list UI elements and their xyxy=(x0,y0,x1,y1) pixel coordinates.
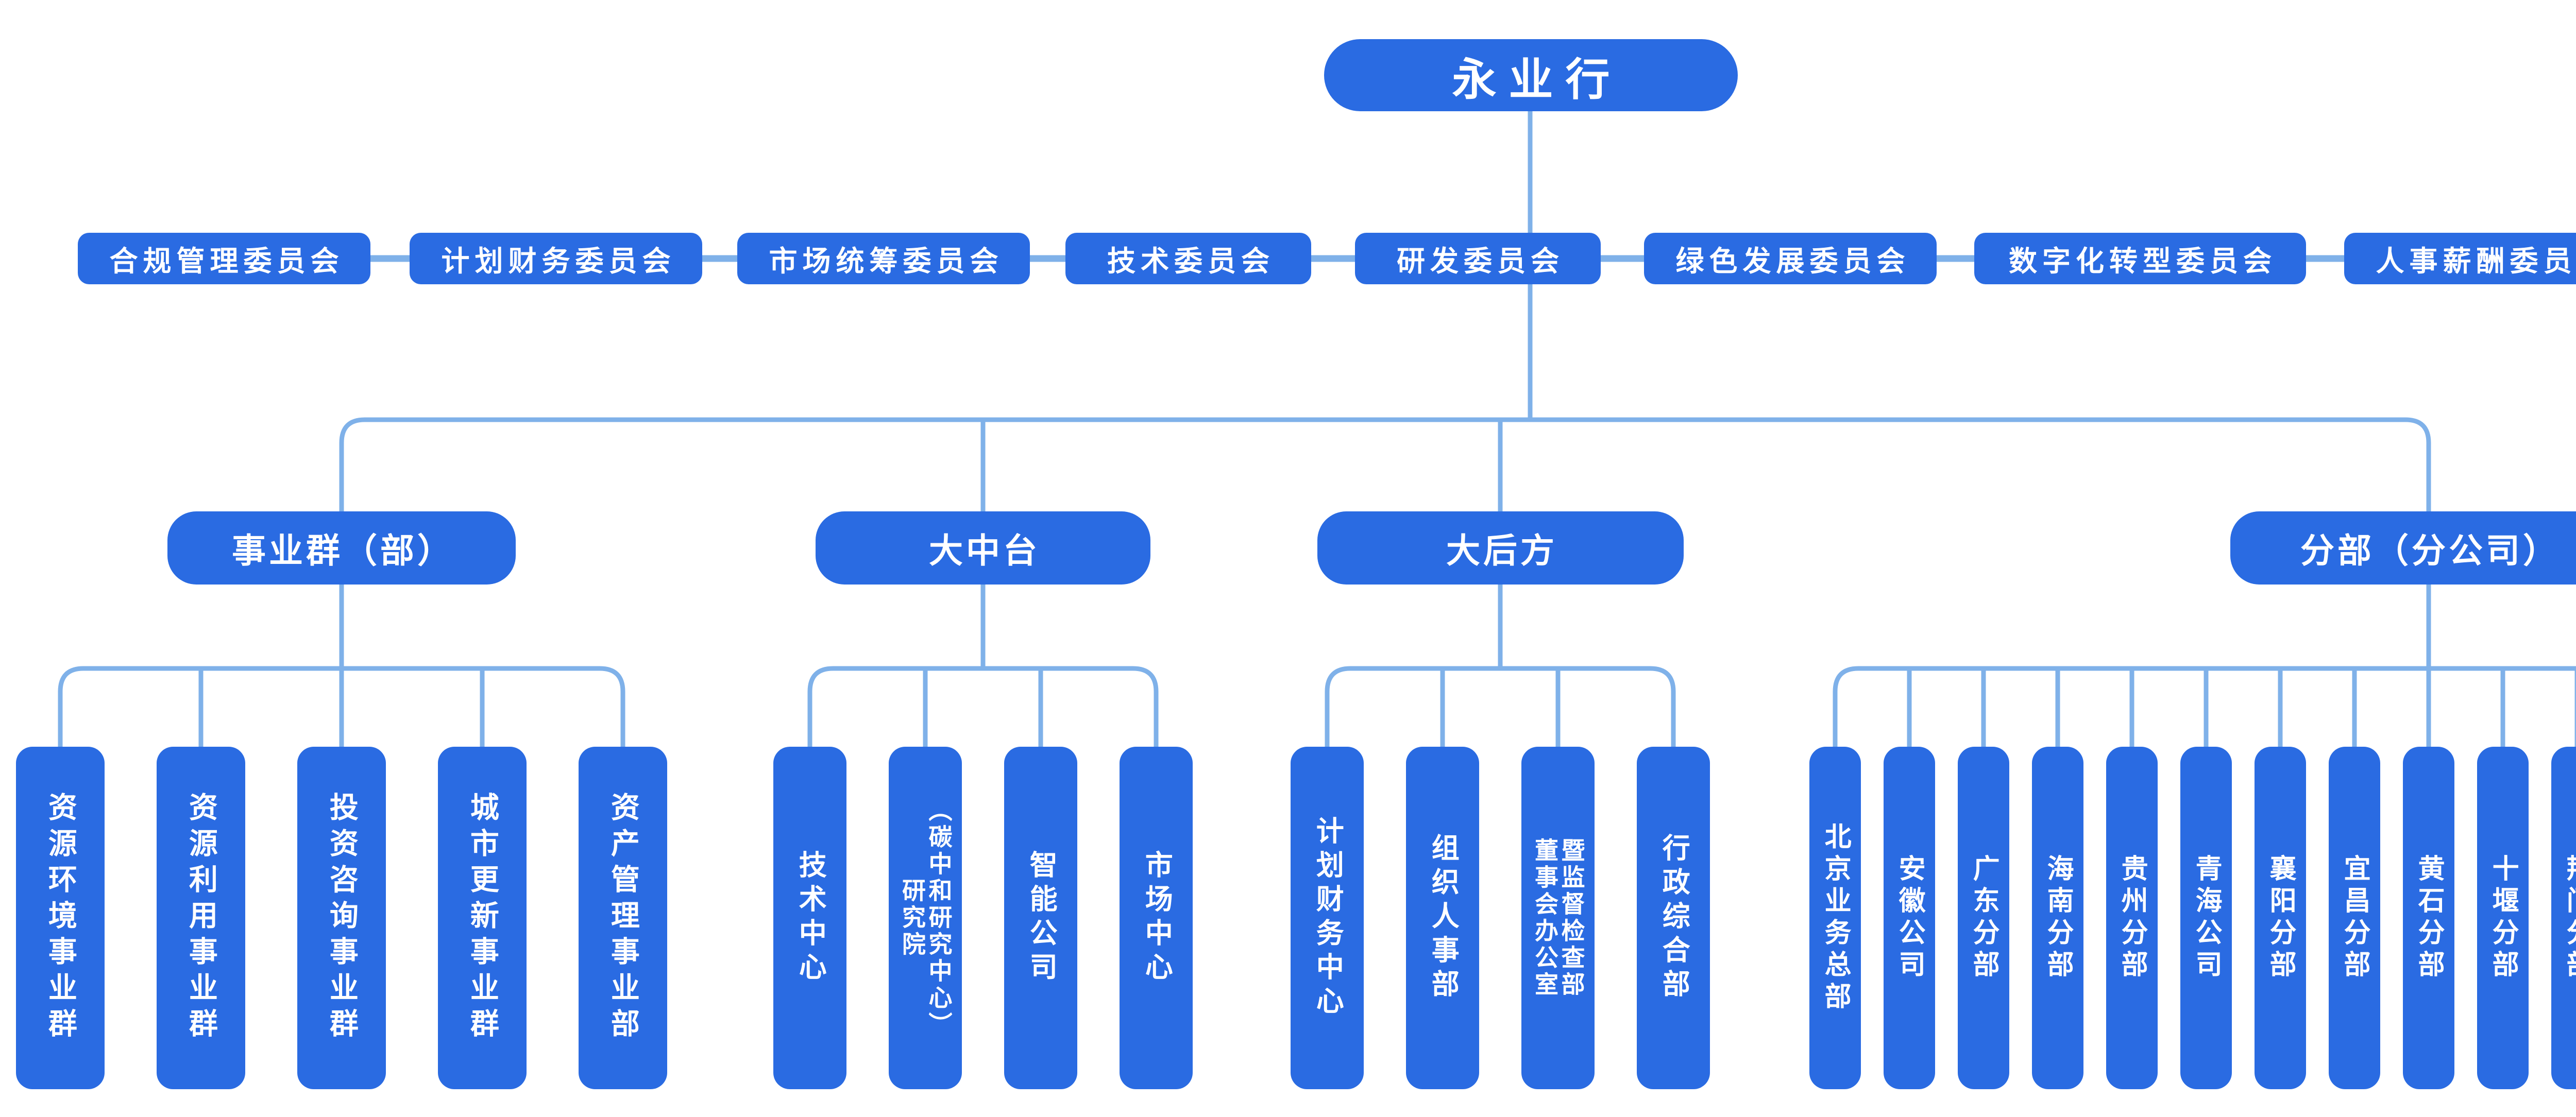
child-node: 十堰分部 xyxy=(2477,747,2529,1089)
child-node-label: 黄石分部 xyxy=(2414,854,2444,982)
child-node-label: 城市更新事业群 xyxy=(466,792,499,1044)
group-label-node: 事业群（部） xyxy=(167,511,516,585)
child-node-label: 贵州分部 xyxy=(2117,854,2147,982)
child-node: 青海公司 xyxy=(2180,747,2232,1089)
child-node-label: 行政综合部 xyxy=(1658,833,1689,1003)
committee-node: 市场统筹委员会 xyxy=(737,233,1030,284)
child-node: 荆门分部 xyxy=(2551,747,2576,1089)
connector-line xyxy=(339,417,2431,514)
child-node-label: 研究院 （碳中和研究中心） xyxy=(899,797,953,1039)
committee-node: 技术委员会 xyxy=(1065,233,1311,284)
child-node: 资源利用事业群 xyxy=(157,747,245,1089)
child-node-label: 资源利用事业群 xyxy=(185,792,218,1044)
child-node: 市场中心 xyxy=(1120,747,1193,1089)
child-node-label: 董事会办公室 暨监督检查部 xyxy=(1532,837,1585,999)
child-node: 海南分部 xyxy=(2032,747,2083,1089)
child-node-label: 投资咨询事业群 xyxy=(326,792,359,1044)
child-node: 行政综合部 xyxy=(1637,747,1710,1089)
child-node: 智能公司 xyxy=(1004,747,1077,1089)
child-node-label: 青海公司 xyxy=(2191,854,2222,982)
child-node-label: 智能公司 xyxy=(1025,850,1057,986)
committee-node: 绿色发展委员会 xyxy=(1644,233,1937,284)
child-node-label: 资产管理事业部 xyxy=(607,792,640,1044)
committee-node: 数字化转型委员会 xyxy=(1974,233,2306,284)
child-node: 宜昌分部 xyxy=(2329,747,2380,1089)
child-node: 襄阳分部 xyxy=(2255,747,2306,1089)
child-node-label: 荆门分部 xyxy=(2562,854,2576,982)
committee-node: 人事薪酬委员会 xyxy=(2344,233,2576,284)
child-node: 贵州分部 xyxy=(2106,747,2158,1089)
child-node-label: 计划财务中心 xyxy=(1312,816,1343,1020)
child-node-label: 资源环境事业群 xyxy=(44,792,77,1044)
group-label-node: 大中台 xyxy=(816,511,1150,585)
child-node: 城市更新事业群 xyxy=(438,747,527,1089)
child-node: 投资咨询事业群 xyxy=(297,747,386,1089)
child-node: 研究院 （碳中和研究中心） xyxy=(889,747,962,1089)
child-node: 技术中心 xyxy=(773,747,846,1089)
child-node: 安徽公司 xyxy=(1884,747,1935,1089)
connector-line xyxy=(1325,666,1676,752)
child-node-label: 安徽公司 xyxy=(1894,854,1925,982)
child-node-label: 组织人事部 xyxy=(1427,833,1459,1003)
child-node: 资源环境事业群 xyxy=(16,747,105,1089)
child-node-label: 海南分部 xyxy=(2043,854,2073,982)
child-node: 黄石分部 xyxy=(2403,747,2454,1089)
group-label-node: 分部（分公司） xyxy=(2230,511,2576,585)
child-node-label: 市场中心 xyxy=(1141,850,1172,986)
child-node-label: 广东分部 xyxy=(1969,854,1999,982)
child-node: 董事会办公室 暨监督检查部 xyxy=(1521,747,1595,1089)
child-node: 组织人事部 xyxy=(1406,747,1479,1089)
child-node: 计划财务中心 xyxy=(1291,747,1364,1089)
connector-line xyxy=(807,666,1159,752)
child-node-label: 宜昌分部 xyxy=(2340,854,2370,982)
child-node-label: 襄阳分部 xyxy=(2265,854,2296,982)
root-node: 永业行 xyxy=(1324,39,1738,111)
committee-node: 合规管理委员会 xyxy=(78,233,370,284)
child-node: 广东分部 xyxy=(1958,747,2009,1089)
child-node: 资产管理事业部 xyxy=(579,747,667,1089)
committee-node: 研发委员会 xyxy=(1355,233,1601,284)
group-label-node: 大后方 xyxy=(1317,511,1684,585)
child-node-label: 十堰分部 xyxy=(2488,854,2518,982)
child-node-label: 技术中心 xyxy=(794,850,826,986)
committee-node: 计划财务委员会 xyxy=(410,233,702,284)
child-node-label: 北京业务总部 xyxy=(1820,822,1851,1014)
child-node: 北京业务总部 xyxy=(1809,747,1861,1089)
